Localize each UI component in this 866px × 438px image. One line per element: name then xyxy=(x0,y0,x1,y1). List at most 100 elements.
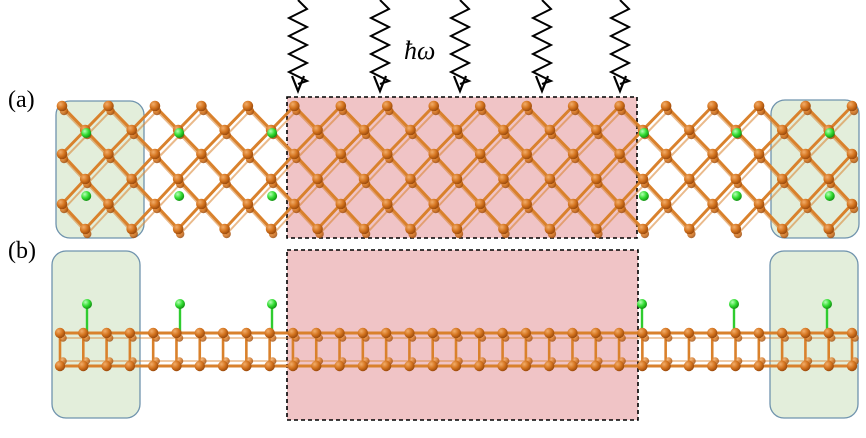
bond-a-sublayer xyxy=(620,134,646,160)
atom-a xyxy=(776,223,788,235)
atom-b-bottom xyxy=(101,360,112,372)
atom-b-top xyxy=(474,327,485,339)
atom-b-bottom xyxy=(707,360,718,372)
bond-a-sublayer xyxy=(365,208,391,235)
bond-a-sublayer xyxy=(690,158,716,185)
bond-a xyxy=(385,128,413,156)
atom-a xyxy=(521,198,533,210)
atom-a xyxy=(172,223,184,235)
dopant-atom-a xyxy=(824,128,835,138)
atom-a xyxy=(381,198,393,210)
atom-a xyxy=(196,148,207,160)
atom-b-bottom xyxy=(567,360,578,372)
atom-a xyxy=(544,124,556,136)
bond-a-sublayer xyxy=(713,183,739,210)
atom-a xyxy=(219,223,230,235)
bond-a-sublayer xyxy=(341,134,368,160)
bond-a-sublayer xyxy=(481,183,507,210)
atom-b-bottom xyxy=(287,360,299,372)
bond-a xyxy=(687,152,715,181)
bond-a-sublayer xyxy=(458,158,484,185)
atom-a xyxy=(56,198,68,210)
dopant-atom-b xyxy=(267,299,277,309)
atom-a xyxy=(474,100,486,112)
bond-a-sublayer xyxy=(179,158,205,185)
bond-a xyxy=(711,177,738,206)
atom-a xyxy=(242,100,254,112)
bond-a xyxy=(362,152,389,181)
atom-a xyxy=(126,173,138,185)
bond-a xyxy=(548,104,575,132)
atom-a xyxy=(498,124,509,136)
bond-a xyxy=(292,128,320,156)
dopant-atom-b xyxy=(175,299,185,309)
bond-a-sublayer xyxy=(318,158,344,185)
bond-a-sublayer xyxy=(248,134,275,160)
bond-a xyxy=(687,104,715,132)
bond-a xyxy=(501,104,529,132)
bond-a-sublayer xyxy=(132,110,158,136)
bond-a-sublayer xyxy=(667,134,693,160)
atom-b-bottom xyxy=(497,360,508,372)
atom-b-bottom xyxy=(54,360,66,372)
bond-a-sublayer xyxy=(388,183,414,210)
atom-b-bottom xyxy=(474,360,485,372)
atom-a xyxy=(707,198,718,210)
bond-a-sublayer xyxy=(248,183,275,210)
atoms-layer xyxy=(54,100,859,372)
bond-a-sublayer xyxy=(132,208,158,235)
atom-b-bottom xyxy=(124,360,136,372)
atom-b-top xyxy=(567,327,578,339)
atom-b-top xyxy=(660,327,671,339)
atom-b-top xyxy=(846,327,858,339)
bond-a-sublayer xyxy=(63,183,89,210)
bond-a-sublayer xyxy=(295,183,321,210)
bond-a xyxy=(780,202,808,231)
atom-a xyxy=(591,173,602,185)
atom-b-top xyxy=(404,327,415,339)
bond-a-sublayer xyxy=(527,134,553,160)
bond-a-sublayer xyxy=(504,110,530,136)
bond-a-sublayer xyxy=(272,208,298,235)
bond-a-sublayer xyxy=(434,134,460,160)
bond-a-sublayer xyxy=(155,134,182,160)
atom-a xyxy=(242,148,254,160)
atom-a xyxy=(149,148,161,160)
dopant-atom-a xyxy=(81,128,92,138)
atom-b-bottom xyxy=(334,360,345,372)
atom-a xyxy=(149,198,161,210)
bond-a xyxy=(292,177,320,206)
zigzag-photon-arrow-icon xyxy=(448,0,472,85)
atom-b-bottom xyxy=(427,360,438,372)
bond-a xyxy=(176,104,203,132)
atom-a xyxy=(405,124,416,136)
atom-b-bottom xyxy=(637,360,648,372)
atom-a xyxy=(103,148,114,160)
atom-b-bottom xyxy=(78,360,89,372)
bond-a-sublayer xyxy=(829,110,855,136)
atom-a xyxy=(79,173,91,185)
atom-b-bottom xyxy=(823,360,834,372)
bond-a-sublayer xyxy=(527,183,553,210)
atom-a xyxy=(753,198,765,210)
bond-a xyxy=(130,152,157,181)
bond-a-sublayer xyxy=(318,110,344,136)
atom-a xyxy=(637,173,649,185)
atom-a xyxy=(242,198,254,210)
atom-b-top xyxy=(264,327,275,339)
atom-a xyxy=(312,173,323,185)
atom-b-top xyxy=(54,327,66,339)
atom-a xyxy=(567,198,579,210)
atom-a xyxy=(521,148,533,160)
atom-a xyxy=(405,173,416,185)
bond-a-sublayer xyxy=(760,134,786,160)
bond-a xyxy=(548,152,575,181)
bond-a xyxy=(176,202,203,231)
zigzag-photon-arrow-icon xyxy=(608,0,632,85)
atom-b-top xyxy=(101,327,112,339)
bond-a-sublayer xyxy=(643,158,670,185)
atom-a xyxy=(753,100,765,112)
bond-a xyxy=(827,202,854,231)
